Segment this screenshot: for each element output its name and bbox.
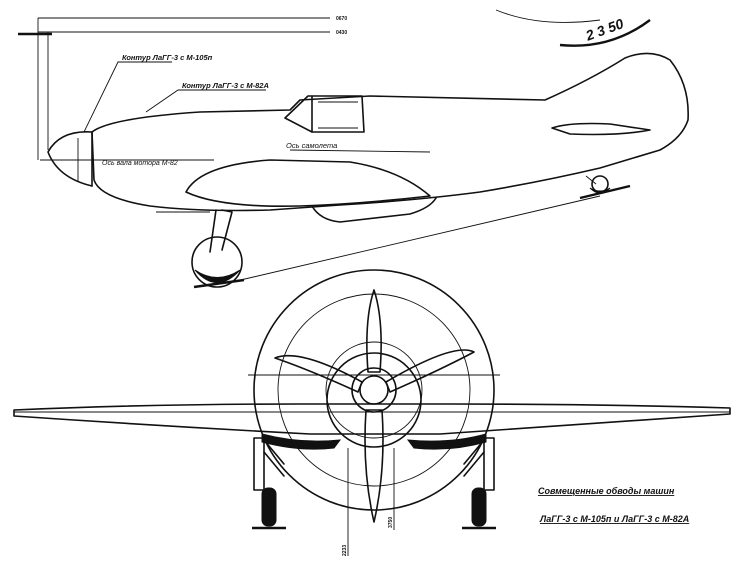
top-dimensions: 0670 0430 [18, 16, 347, 160]
label-contour-m82a: Контур ЛаГГ-3 с М-82А [182, 81, 269, 90]
cowling [326, 352, 422, 448]
right-wheel [471, 487, 487, 527]
wing-root-right [406, 433, 487, 450]
stamp: 2 3 50 [495, 9, 651, 47]
side-view: Контур ЛаГГ-3 с М-105п Контур ЛаГГ-3 с М… [40, 52, 689, 289]
left-wheel [261, 487, 277, 527]
front-view: 3750 2233 Совмещенные обводы машин ЛаГГ-… [13, 269, 731, 556]
label-aircraft-axis: Ось самолета [286, 141, 337, 150]
label-contour-m105p: Контур ЛаГГ-3 с М-105п [122, 53, 213, 62]
tailplane [551, 122, 651, 136]
fuselage-outline [91, 52, 689, 212]
dimension-ground: 2233 [342, 545, 348, 556]
main-wheel [191, 236, 243, 288]
top-dimension-1: 0670 [336, 16, 347, 22]
propeller-blade-top [366, 289, 382, 373]
right-landing-gear [462, 437, 496, 530]
top-dimension-2: 0430 [336, 30, 347, 36]
label-engine-axis: Ось вала мотора М-82 [102, 160, 178, 167]
propeller-blade-left [274, 354, 363, 393]
canopy [284, 95, 365, 133]
nose-spinner [47, 131, 93, 187]
caption-line-2: ЛаГГ-3 с М-105п и ЛаГГ-3 с М-82А [539, 514, 689, 524]
wing [13, 403, 731, 435]
wing-root-left [261, 433, 342, 450]
caption-line-1: Совмещенные обводы машин [538, 486, 675, 496]
propeller-blade-bottom [364, 409, 384, 523]
propeller-blade-right [385, 349, 475, 393]
stamp-text: 2 3 50 [583, 15, 626, 44]
ground-line [231, 195, 601, 283]
left-landing-gear [252, 437, 286, 530]
propeller-disc [253, 269, 495, 511]
dimension-prop-tip: 3750 [388, 517, 394, 528]
wing-fairing [185, 159, 431, 208]
aircraft-axis-line [289, 149, 431, 153]
main-gear-strut [221, 209, 233, 251]
